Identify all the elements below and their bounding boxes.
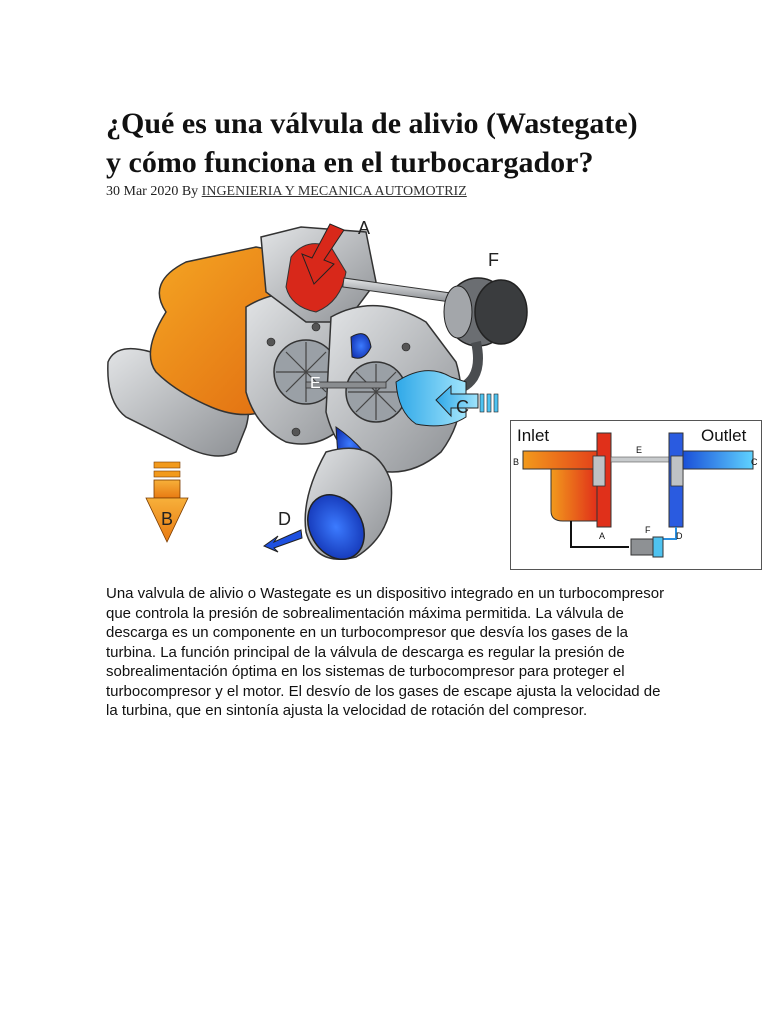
label-f: F (488, 250, 499, 270)
publish-date: 30 Mar 2020 (106, 184, 179, 199)
inset-label-c: C (751, 457, 758, 467)
inset-outlet-label: Outlet (701, 426, 747, 445)
author-link[interactable]: INGENIERIA Y MECANICA AUTOMOTRIZ (201, 184, 467, 199)
by-label: By (181, 184, 199, 199)
turbocharger-illustration: A F E C B D (107, 218, 528, 560)
exhaust-arrow-b (145, 461, 189, 543)
label-c: C (456, 397, 469, 417)
inset-label-a: A (599, 531, 605, 541)
wastegate-schematic: Inlet Outlet B E C A D F (510, 420, 762, 570)
inset-label-d: D (676, 531, 683, 541)
article-title: ¿Qué es una válvula de alivio (Wastegate… (106, 104, 706, 182)
label-a: A (358, 218, 370, 238)
inset-label-b: B (513, 457, 519, 467)
inset-label-f: F (645, 525, 651, 535)
article-meta: 30 Mar 2020 By INGENIERIA Y MECANICA AUT… (106, 184, 467, 200)
label-b: B (161, 509, 173, 529)
title-line-2: y cómo funciona en el turbocargador? (106, 146, 594, 179)
label-d: D (278, 509, 291, 529)
inset-inlet-label: Inlet (517, 426, 549, 445)
label-e: E (310, 375, 321, 392)
article-paragraph: Una valvula de alivio o Wastegate es un … (106, 585, 665, 719)
inset-label-e: E (636, 445, 642, 455)
title-line-1: ¿Qué es una válvula de alivio (Wastegate… (106, 107, 638, 140)
